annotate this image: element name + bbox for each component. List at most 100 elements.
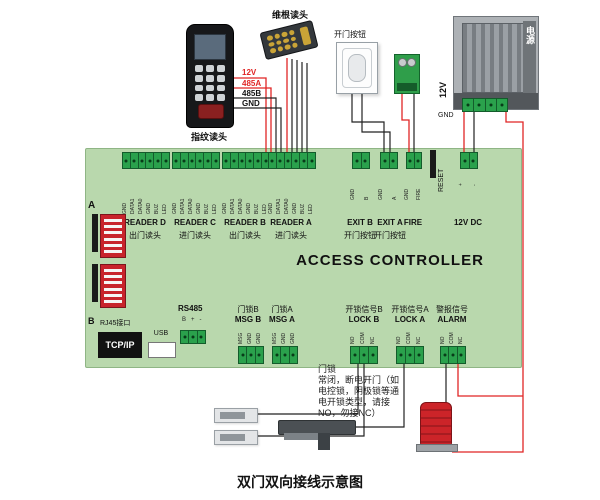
reader-b-name: READER B: [224, 218, 266, 227]
alarm-siren-base: [416, 444, 458, 452]
terminal-pin: [246, 153, 255, 168]
alarm-siren-body: [420, 402, 452, 446]
reader-c-name: READER C: [174, 218, 216, 227]
usb-label: USB: [153, 330, 169, 337]
exit-button-push: [348, 54, 366, 82]
keypad-dot: [291, 42, 298, 49]
lock-b-name: 开锁信号B: [345, 305, 383, 314]
note-line: 电控锁，阴极锁等通: [318, 386, 400, 396]
terminal-pin: [281, 347, 290, 363]
dip-slider: [104, 224, 122, 228]
wire-label-485a: 485A: [242, 79, 262, 88]
keypad-key: [217, 84, 225, 92]
lock-b-sub: LOCK B: [348, 315, 380, 324]
keypad-key: [206, 65, 214, 72]
terminal-pin: [441, 347, 450, 363]
terminal-pin: [181, 331, 190, 343]
fingerprint-reader-label: 指纹读头: [190, 132, 227, 142]
pin-label: NC: [458, 336, 464, 344]
keypad-dot: [275, 39, 282, 46]
keypad-key: [217, 94, 225, 101]
pin-label: DATA1: [230, 198, 236, 214]
terminal-msg-b: [238, 346, 264, 364]
dip-slider: [104, 281, 122, 285]
keypad-dot: [288, 29, 295, 36]
note-line: NO，勿接NC）: [318, 408, 381, 418]
reader-d-sub: 出门读头: [129, 231, 161, 240]
terminal-pin: [461, 153, 470, 168]
terminal-pin: [162, 153, 169, 168]
pin-label: +: [458, 183, 464, 186]
pin-label: GND: [404, 188, 410, 200]
pin-label: NC: [416, 336, 422, 344]
pin-label: GND: [122, 202, 128, 214]
row-a-label: A: [88, 200, 96, 211]
terminal-pin: [256, 347, 263, 363]
terminal-pin: [189, 153, 197, 168]
pin-label: LED: [162, 204, 168, 214]
keypad-key: [217, 74, 225, 82]
pin-label: GND: [268, 202, 274, 214]
terminal-12vdc: [460, 152, 478, 169]
terminal-pin: [173, 153, 181, 168]
pin-label: FIRE: [416, 188, 422, 200]
pin-label: DATA0: [138, 198, 144, 214]
lock-a-sub: LOCK A: [394, 315, 426, 324]
dip-slider: [104, 274, 122, 278]
terminal-pin: [196, 153, 205, 168]
bolt-lock: [278, 418, 356, 452]
terminal-pin: [239, 347, 248, 363]
exit-a-name: EXIT A: [377, 218, 403, 227]
wire-label-485b: 485B: [242, 89, 262, 98]
fingerprint-reader-screen: [194, 34, 226, 60]
dip-switch-b: [100, 264, 126, 308]
terminal-pin: [369, 347, 377, 363]
pin-label: GND: [172, 202, 178, 214]
pin-label: B: [182, 317, 187, 323]
terminal-pin: [231, 153, 239, 168]
keypad-dot: [273, 33, 281, 40]
terminal-pin: [300, 153, 309, 168]
pin-label: -: [199, 317, 202, 323]
psu-output-terminal: [462, 98, 508, 112]
terminal-pin: [390, 153, 398, 168]
terminal-pin: [486, 99, 497, 111]
dip-slider: [104, 293, 122, 297]
terminal-pin: [189, 331, 198, 343]
terminal-pin: [198, 331, 205, 343]
pin-label: BUZ: [204, 204, 210, 214]
wire-module-power: [401, 92, 410, 152]
terminal-pin: [415, 347, 423, 363]
keypad-dot: [289, 36, 297, 42]
keypad-dot: [281, 31, 288, 38]
pin-label: A: [392, 196, 398, 200]
psu-gnd-label: GND: [438, 112, 454, 119]
screw-terminal: [398, 58, 407, 67]
msg-a-name: 门锁A: [271, 305, 293, 314]
pin-label: -: [472, 184, 478, 186]
keypad-key: [217, 65, 225, 72]
alarm-siren: [416, 402, 458, 452]
alarm-sub: ALARM: [437, 315, 467, 324]
terminal-pin: [292, 153, 301, 168]
terminal-pin: [406, 347, 415, 363]
pin-label: DATA0: [238, 198, 244, 214]
keypad-dot: [276, 46, 284, 52]
dip-slider: [104, 268, 122, 272]
pin-label: GND: [247, 332, 253, 344]
msg-a-sub: MSG A: [269, 315, 295, 324]
screw-terminal: [407, 58, 416, 67]
keypad-key: [206, 94, 214, 101]
wire-exit-button-2: [361, 92, 391, 152]
diagram-caption: 双门双向接线示意图: [237, 474, 363, 490]
wire-exit-button-1: [351, 92, 385, 152]
relay-module: [394, 54, 420, 94]
